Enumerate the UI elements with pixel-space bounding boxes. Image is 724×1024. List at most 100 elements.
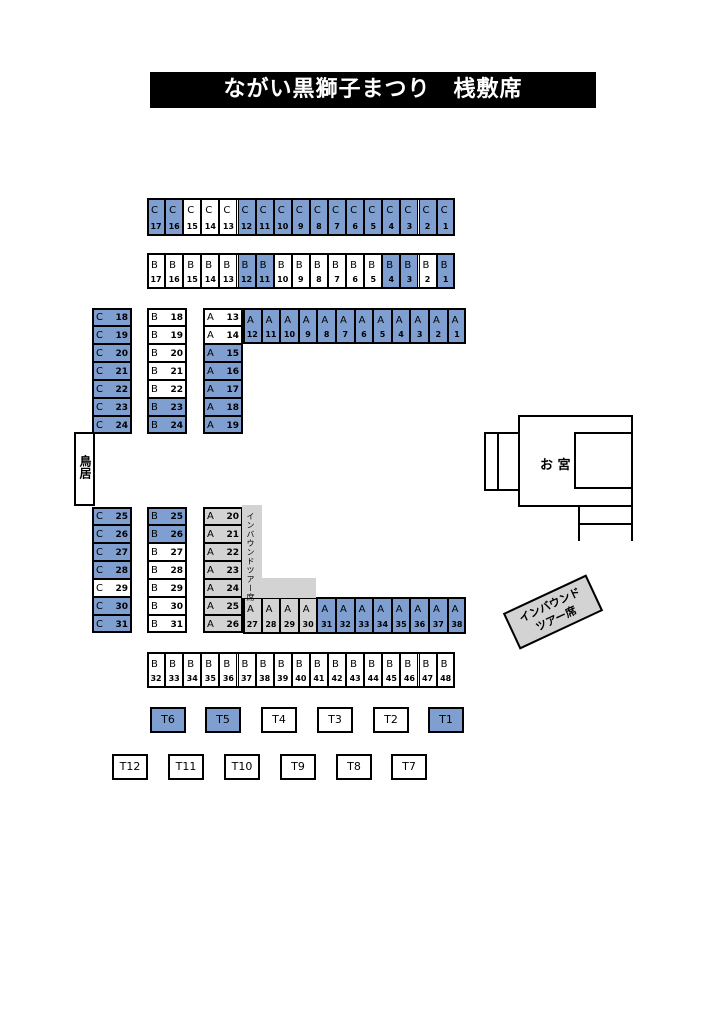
table-seat-t12[interactable]: T12 [112,754,148,780]
table-seat-t6[interactable]: T6 [150,707,186,733]
table-seat-t10[interactable]: T10 [224,754,260,780]
table-seat-t11[interactable]: T11 [168,754,204,780]
table-seat-t3[interactable]: T3 [317,707,353,733]
table-seat-t7[interactable]: T7 [391,754,427,780]
table-seat-t5[interactable]: T5 [205,707,241,733]
table-seat-t1[interactable]: T1 [428,707,464,733]
table-seat-t9[interactable]: T9 [280,754,316,780]
